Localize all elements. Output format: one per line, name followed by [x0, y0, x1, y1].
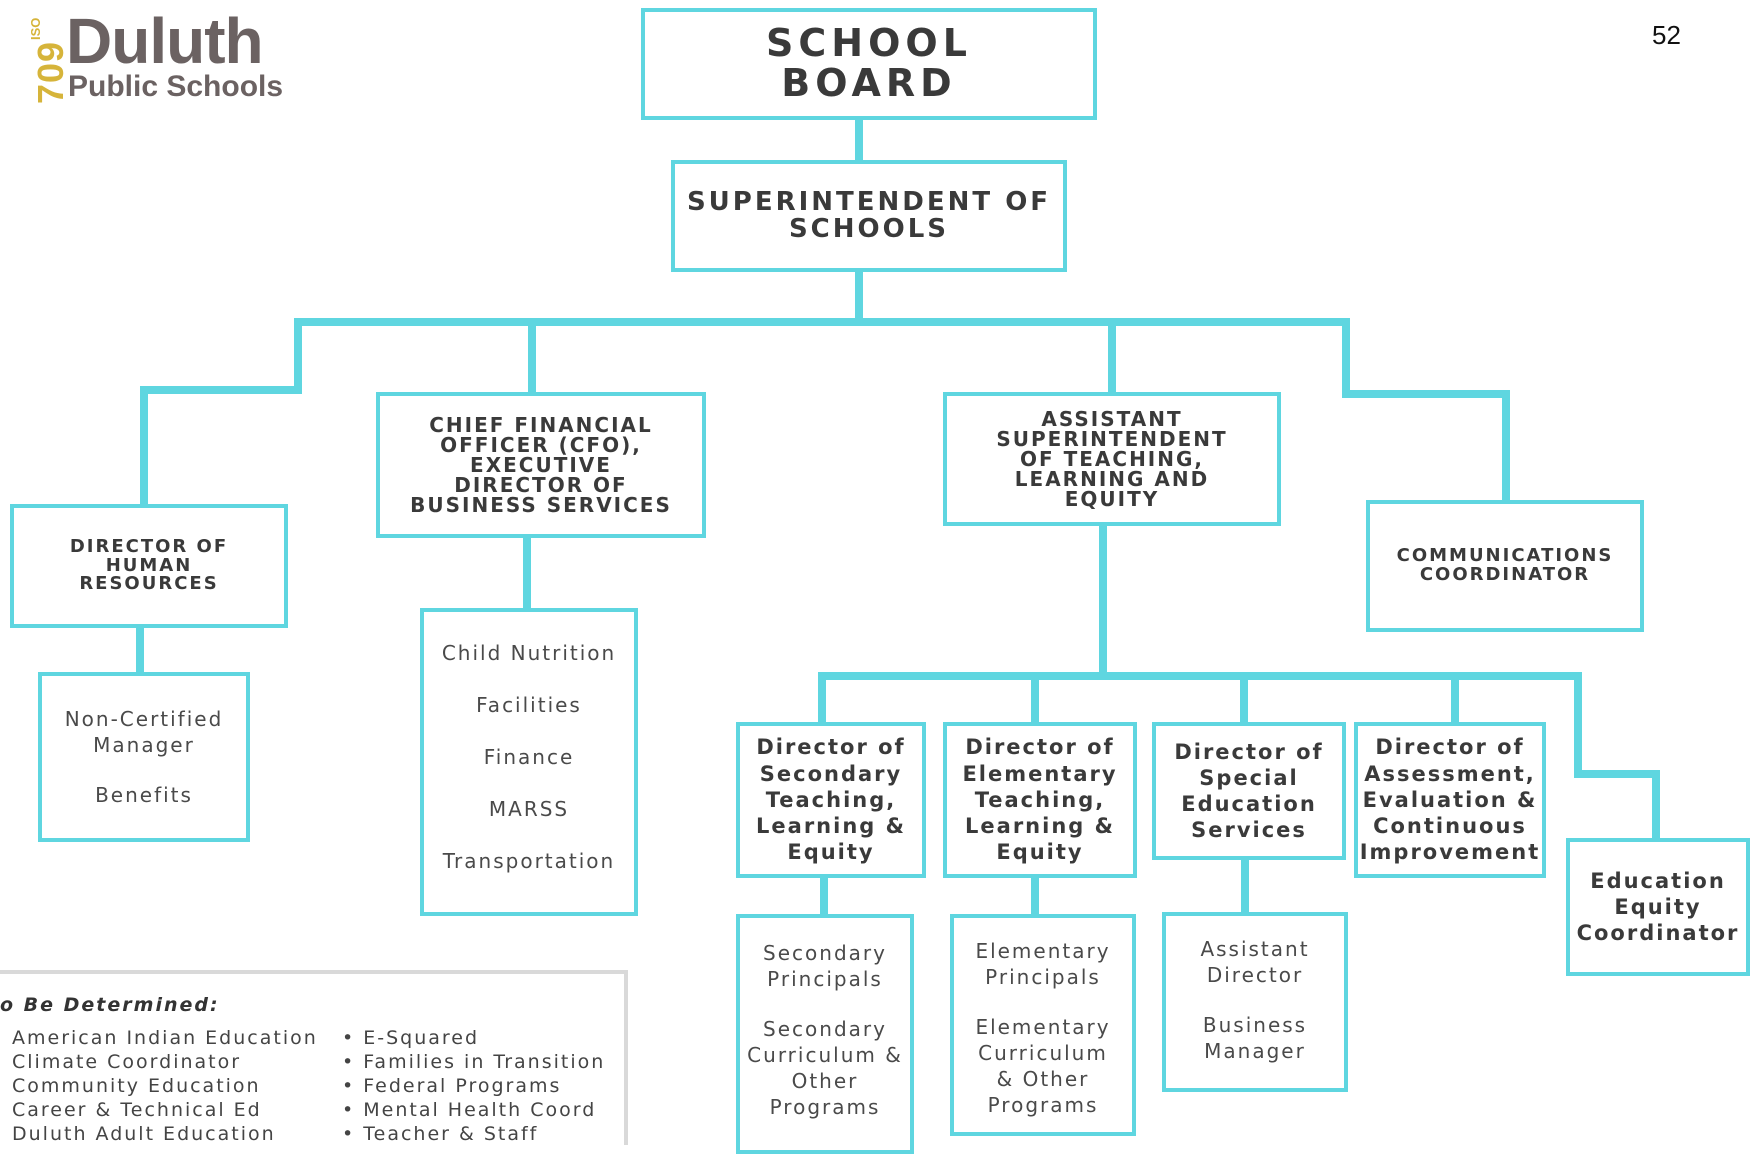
- equity-coordinator-line: Equity: [1614, 894, 1702, 919]
- tbd-item: Community Education: [12, 1075, 261, 1097]
- logo-iso-label: ISO: [28, 17, 43, 40]
- dir-elementary-line: Director of: [965, 735, 1115, 760]
- tbd-item: • E-Squared: [342, 1027, 480, 1049]
- communications-line: COORDINATOR: [1419, 564, 1591, 585]
- secondary-sub-box: Secondary Principals Secondary Curriculu…: [736, 914, 914, 1154]
- asst-super-line: LEARNING AND: [1014, 467, 1210, 491]
- dir-assessment-line: Evaluation &: [1362, 787, 1538, 812]
- dir-elementary-line: Elementary: [962, 761, 1118, 786]
- hr-sub-item: Benefits: [95, 783, 193, 807]
- tbd-item: • Families in Transition: [342, 1051, 606, 1073]
- elementary-sub-item: Elementary Principals: [975, 939, 1111, 989]
- dir-assessment-box: Director of Assessment, Evaluation & Con…: [1354, 722, 1546, 878]
- dir-sped-line: Special: [1199, 765, 1299, 790]
- tbd-column-right: • E-Squared • Families in Transition • F…: [342, 1026, 605, 1146]
- cfo-sub-item: Transportation: [442, 849, 616, 873]
- dir-sped-line: Director of: [1174, 739, 1324, 764]
- hr-sub-item: Non-Certified Manager: [64, 707, 224, 757]
- cfo-line: BUSINESS SERVICES: [410, 493, 672, 517]
- tbd-column-left: American Indian Education Climate Coordi…: [12, 1026, 318, 1146]
- hr-director-line: RESOURCES: [79, 573, 219, 595]
- dir-elementary-line: Teaching,: [974, 787, 1106, 812]
- tbd-title: o Be Determined:: [0, 994, 220, 1016]
- dir-elementary-line: Equity: [996, 840, 1084, 865]
- dir-sped-box: Director of Special Education Services: [1152, 722, 1346, 860]
- dir-assessment-line: Improvement: [1359, 840, 1541, 865]
- cfo-line: EXECUTIVE: [470, 453, 612, 477]
- tbd-item: • Federal Programs: [342, 1075, 562, 1097]
- tbd-item: Career & Technical Ed: [12, 1099, 262, 1121]
- tbd-item: Duluth Adult Education: [12, 1123, 276, 1145]
- equity-coordinator-line: Coordinator: [1576, 921, 1740, 946]
- cfo-line: OFFICER (CFO),: [440, 433, 642, 457]
- asst-super-line: ASSISTANT: [1041, 407, 1183, 431]
- dir-elementary-box: Director of Elementary Teaching, Learnin…: [943, 722, 1137, 878]
- hr-director-box: DIRECTOR OF HUMAN RESOURCES: [10, 504, 288, 628]
- dir-secondary-line: Teaching,: [765, 787, 897, 812]
- dir-elementary-line: Learning &: [965, 814, 1115, 839]
- superintendent-line2: SCHOOLS: [788, 214, 950, 244]
- communications-box: COMMUNICATIONS COORDINATOR: [1366, 500, 1644, 632]
- dir-secondary-box: Director of Secondary Teaching, Learning…: [736, 722, 926, 878]
- cfo-sub-item: Child Nutrition: [441, 641, 617, 665]
- tbd-item: American Indian Education: [12, 1027, 318, 1049]
- school-board-box: SCHOOL BOARD: [641, 8, 1097, 120]
- sped-sub-box: Assistant Director Business Manager: [1162, 912, 1348, 1092]
- dir-secondary-line: Director of: [756, 735, 906, 760]
- sped-sub-item: Assistant Director: [1200, 937, 1310, 987]
- cfo-box: CHIEF FINANCIAL OFFICER (CFO), EXECUTIVE…: [376, 392, 706, 538]
- cfo-sub-item: MARSS: [488, 797, 570, 821]
- dir-assessment-line: Director of: [1375, 735, 1525, 760]
- cfo-sub-item: Finance: [483, 745, 575, 769]
- secondary-sub-item: Secondary Principals: [763, 941, 887, 991]
- cfo-sub-box: Child Nutrition Facilities Finance MARSS…: [420, 608, 638, 916]
- tbd-item: • Teacher & Staff: [342, 1123, 539, 1145]
- secondary-sub-item: Secondary Curriculum & Other Programs: [747, 1017, 903, 1119]
- elementary-sub-box: Elementary Principals Elementary Curricu…: [950, 914, 1136, 1136]
- dir-sped-line: Services: [1191, 818, 1307, 843]
- school-board-line1: SCHOOL: [766, 21, 972, 66]
- cfo-line: DIRECTOR OF: [454, 473, 628, 497]
- asst-super-line: EQUITY: [1064, 487, 1160, 511]
- tbd-panel: o Be Determined: American Indian Educati…: [0, 970, 628, 1145]
- hr-director-line: DIRECTOR OF: [69, 535, 229, 557]
- equity-coordinator-box: Education Equity Coordinator: [1566, 838, 1750, 976]
- superintendent-line1: SUPERINTENDENT OF: [686, 186, 1052, 217]
- asst-super-line: SUPERINTENDENT: [996, 427, 1228, 451]
- dir-secondary-line: Equity: [787, 840, 875, 865]
- cfo-line: CHIEF FINANCIAL: [429, 413, 653, 437]
- elementary-sub-item: Elementary Curriculum & Other Programs: [975, 1015, 1111, 1117]
- equity-coordinator-line: Education: [1590, 868, 1726, 893]
- cfo-sub-item: Facilities: [476, 693, 582, 717]
- sped-sub-item: Business Manager: [1202, 1013, 1308, 1063]
- dir-assessment-line: Assessment,: [1364, 761, 1536, 786]
- logo-subtitle: Public Schools: [68, 70, 284, 103]
- dir-assessment-line: Continuous: [1373, 814, 1527, 839]
- asst-super-line: OF TEACHING,: [1019, 447, 1205, 471]
- school-board-line2: BOARD: [781, 61, 957, 105]
- hr-director-line: HUMAN: [105, 554, 193, 576]
- communications-line: COMMUNICATIONS: [1396, 545, 1614, 567]
- superintendent-box: SUPERINTENDENT OF SCHOOLS: [671, 160, 1067, 272]
- district-logo: ISO 709 Duluth Public Schools: [28, 5, 308, 110]
- page-number: 52: [1652, 20, 1681, 50]
- tbd-item: • Mental Health Coord: [342, 1099, 597, 1121]
- dir-secondary-line: Learning &: [756, 814, 906, 839]
- asst-superintendent-box: ASSISTANT SUPERINTENDENT OF TEACHING, LE…: [943, 392, 1281, 526]
- dir-secondary-line: Secondary: [759, 761, 903, 786]
- logo-name: Duluth: [66, 5, 264, 77]
- dir-sped-line: Education: [1181, 792, 1317, 816]
- hr-sub-box: Non-Certified Manager Benefits: [38, 672, 250, 842]
- tbd-item: Climate Coordinator: [12, 1051, 242, 1073]
